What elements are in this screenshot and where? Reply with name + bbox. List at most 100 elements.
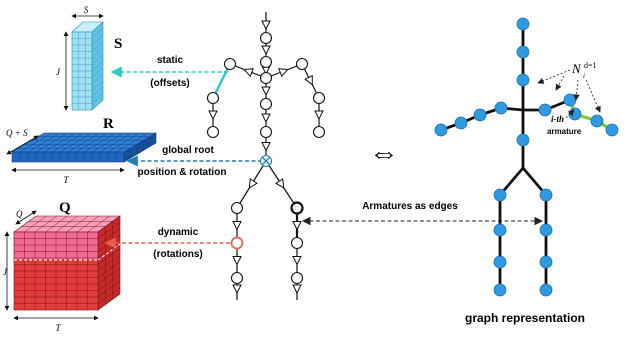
- grid-line: [97, 228, 121, 246]
- grid-line: [99, 132, 133, 153]
- graph-node: [434, 123, 448, 137]
- grid-line: [87, 215, 110, 233]
- bone-direction-marker: [278, 68, 289, 78]
- neighborhood-pointer-2: [573, 79, 580, 101]
- grid-line: [75, 132, 109, 153]
- grid-line: [97, 261, 121, 278]
- grid-line: [107, 132, 141, 153]
- tensor-q: Q J T Q: [3, 200, 121, 333]
- grid-line: [91, 41, 104, 52]
- joint: [295, 57, 309, 71]
- joint: [259, 55, 273, 69]
- armatures-label-bg: [360, 199, 460, 213]
- grid-line: [55, 215, 79, 233]
- joint: [290, 271, 304, 285]
- graph-node: [493, 255, 507, 269]
- static-arrow-group: static (offsets): [110, 55, 228, 89]
- graph: [434, 17, 619, 297]
- ith-armature-line1: i-th: [551, 114, 564, 124]
- neighborhood-superscript: d=1: [584, 61, 597, 70]
- grid-line: [66, 215, 89, 233]
- joint: [259, 31, 273, 45]
- grid-line: [91, 54, 104, 65]
- global-root-sub-label: position & rotation: [138, 167, 227, 178]
- dynamic-label: dynamic: [158, 227, 199, 238]
- bone-direction-marker: [304, 74, 313, 86]
- tensor-s-grid: [72, 28, 104, 110]
- joint: [259, 125, 273, 139]
- graph-node: [516, 133, 530, 147]
- ith-armature-line2: armature: [547, 127, 582, 136]
- grid-line: [97, 280, 121, 298]
- graph-node: [590, 114, 604, 128]
- tensor-r-side-face: [123, 132, 157, 163]
- graph-node: [563, 93, 577, 107]
- joint: [290, 201, 304, 215]
- grid-line: [91, 34, 104, 46]
- joint: [312, 125, 326, 139]
- static-sub-label: (offsets): [150, 78, 189, 89]
- armature-edge-arrow-group: Armatures as edges: [301, 199, 544, 226]
- grid-line: [83, 132, 117, 153]
- grid-line: [51, 132, 85, 153]
- graph-node: [538, 103, 552, 117]
- graph-node: [539, 223, 553, 237]
- grid-line: [97, 254, 121, 272]
- neighborhood-subscript: i: [583, 72, 585, 80]
- bone-direction-marker: [275, 178, 285, 189]
- graph-node: [539, 283, 553, 297]
- ith-armature-pointer: [565, 109, 575, 119]
- grid-line: [34, 215, 58, 233]
- tensor-q-grid: [14, 215, 121, 310]
- dynamic-sub-label: (rotations): [153, 249, 202, 260]
- graph-node: [494, 101, 508, 115]
- joint: [223, 57, 237, 71]
- armatures-as-edges-label: Armatures as edges: [362, 201, 458, 212]
- graph-node: [516, 17, 530, 31]
- grid-line: [97, 287, 121, 304]
- static-highlight-bone: [211, 63, 232, 99]
- tensor-q-split-line-side: [97, 243, 121, 261]
- graph-node: [568, 107, 582, 121]
- graph-node: [539, 188, 553, 202]
- graph-node: [454, 116, 468, 130]
- tensor-s-side-label: J: [56, 67, 61, 77]
- tensor-r-grid: [18, 132, 150, 162]
- bone-direction-marker: [292, 284, 302, 295]
- neighborhood-pointer-1: [537, 69, 571, 84]
- joint: [290, 236, 304, 250]
- bone-direction-marker: [232, 256, 242, 266]
- tensor-q-top-label: Q: [16, 209, 23, 219]
- grid-line: [91, 60, 104, 72]
- bone-direction-marker: [232, 221, 242, 231]
- dynamic-arrow-group: dynamic (rotations): [104, 227, 230, 260]
- tensor-q-symbol: Q: [59, 200, 71, 216]
- grid-line: [76, 215, 100, 233]
- grid-line: [91, 67, 104, 78]
- graph-node: [473, 108, 487, 122]
- tensor-r-side-dimension: [6, 135, 39, 155]
- global-root-label: global root: [162, 145, 214, 156]
- joint: [259, 71, 273, 85]
- graph-node: [539, 255, 553, 269]
- bone-direction-marker: [292, 221, 302, 231]
- tensor-q-bottom-label: T: [55, 323, 61, 333]
- grid-line: [35, 132, 69, 153]
- tensor-q-side-label: J: [3, 267, 8, 277]
- bone-direction-marker: [208, 110, 218, 121]
- equivalence-symbol: ⇔: [369, 137, 399, 170]
- grid-line: [97, 222, 121, 239]
- grid-line: [91, 86, 104, 98]
- tensor-s-symbol: S: [114, 36, 122, 52]
- grid-line: [115, 132, 149, 153]
- bone-direction-marker: [248, 178, 258, 189]
- graph-node: [516, 73, 530, 87]
- grid-line: [97, 274, 121, 291]
- bone-direction-marker: [261, 113, 271, 124]
- joint: [259, 97, 273, 111]
- global-arrow-group: global root position & rotation: [126, 145, 262, 178]
- joint: [206, 125, 220, 139]
- grid-line: [97, 248, 121, 265]
